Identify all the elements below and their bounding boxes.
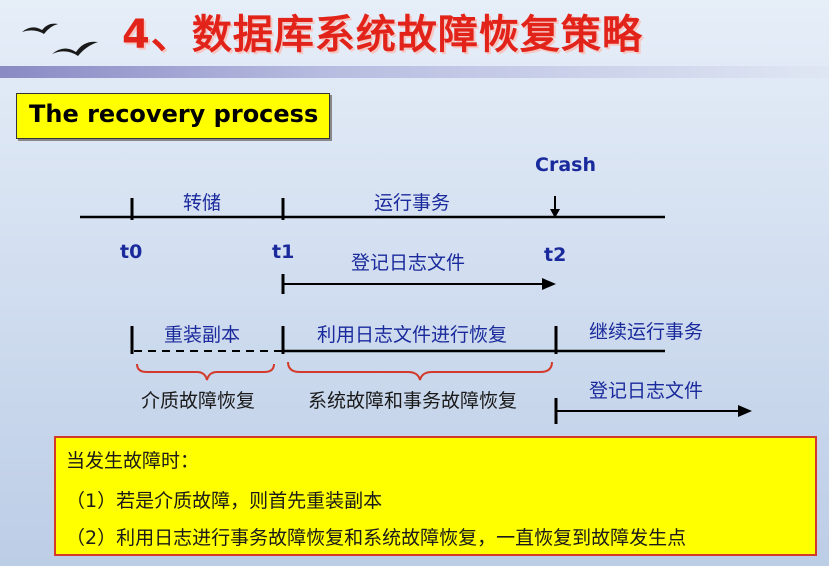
page-title: 4、数据库系统故障恢复策略 <box>122 12 643 58</box>
note-item-1: （1）若是介质故障，则首先重装副本 <box>66 490 383 512</box>
note-box: 当发生故障时： （1）若是介质故障，则首先重装副本 （2）利用日志进行事务故障恢… <box>54 436 817 556</box>
reload-copy-label: 重装副本 <box>164 324 241 346</box>
note-heading: 当发生故障时： <box>66 450 200 472</box>
crash-arrowhead <box>550 209 560 218</box>
t0-label: t0 <box>120 241 143 263</box>
log-arrow-1-head <box>542 278 556 290</box>
birds-logo-icon <box>22 23 98 56</box>
continue-tx-label: 继续运行事务 <box>589 321 704 343</box>
section-label: The recovery process <box>29 100 319 128</box>
section-label-box: The recovery process <box>16 93 330 139</box>
log-arrow-2-head <box>738 405 752 417</box>
crash-label: Crash <box>535 154 596 176</box>
log-file-label-2: 登记日志文件 <box>589 380 704 402</box>
run-tx-label: 运行事务 <box>374 192 451 214</box>
media-recovery-label: 介质故障恢复 <box>141 390 256 412</box>
system-tx-recovery-label: 系统故障和事务故障恢复 <box>308 390 518 412</box>
dump-label: 转储 <box>183 192 222 214</box>
title-underline-bar <box>0 66 829 78</box>
note-item-2: （2）利用日志进行事务故障恢复和系统故障恢复，一直恢复到故障发生点 <box>66 527 687 549</box>
t1-label: t1 <box>272 241 295 263</box>
log-file-label-1: 登记日志文件 <box>351 252 466 274</box>
system-recovery-brace <box>287 361 553 381</box>
media-recovery-brace <box>136 363 275 381</box>
t2-label: t2 <box>544 244 567 266</box>
recover-with-log-label: 利用日志文件进行恢复 <box>317 324 508 346</box>
